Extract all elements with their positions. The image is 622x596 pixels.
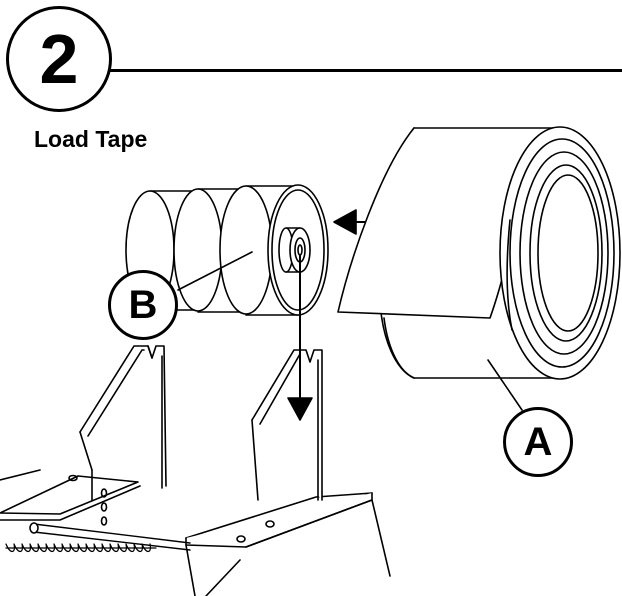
callout-a: A (503, 407, 573, 477)
step-number-badge: 2 (6, 6, 112, 112)
down-arrow (287, 255, 313, 421)
leader-line-b (177, 251, 253, 291)
tape-roll (337, 126, 621, 380)
callout-a-label: A (523, 419, 553, 464)
spindle-rolls (125, 184, 329, 316)
left-support-bracket (79, 345, 167, 501)
dispenser-base (0, 469, 391, 596)
callout-b: B (108, 270, 178, 340)
callout-b-label: B (128, 282, 158, 327)
step-header-rule (110, 69, 622, 72)
leader-line-a (487, 359, 523, 411)
step-number: 2 (39, 20, 79, 98)
right-support-bracket (251, 349, 323, 501)
spring-coil (5, 543, 157, 553)
step-title: Load Tape (34, 126, 148, 152)
